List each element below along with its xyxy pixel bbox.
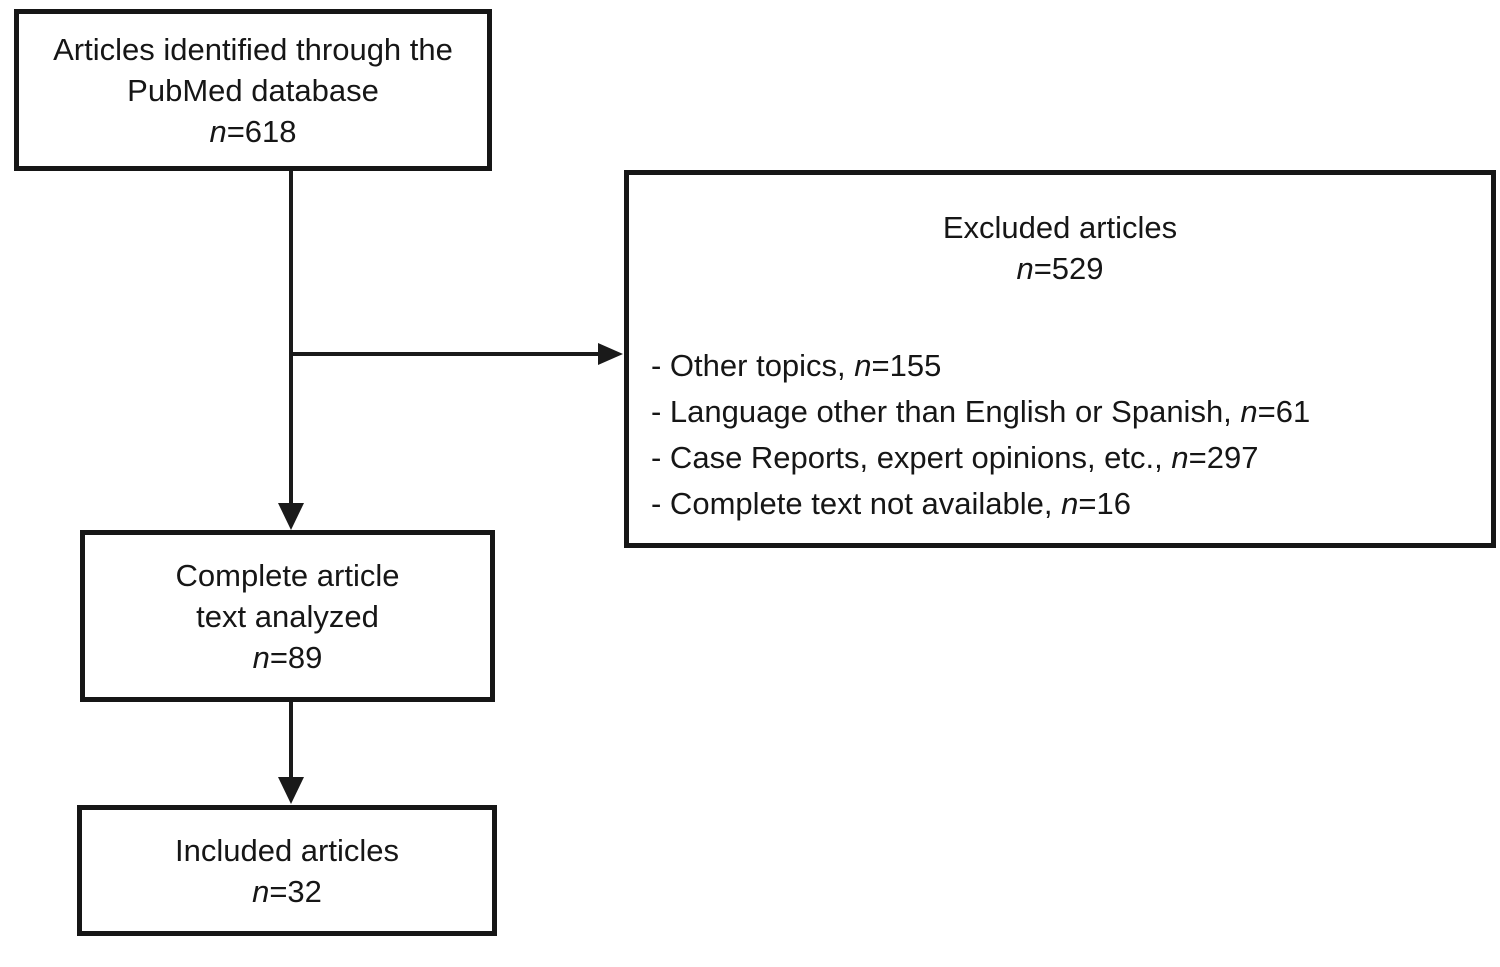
identified-articles-line2: PubMed database	[127, 72, 379, 108]
included-articles-box: Included articles n=32	[77, 805, 497, 936]
exclusion-reason-item: - Language other than English or Spanish…	[651, 389, 1481, 435]
exclusion-reason-item: - Other topics, n=155	[651, 343, 1481, 389]
identified-articles-line1: Articles identified through the	[53, 31, 453, 67]
connector-branch-to-excluded	[291, 352, 599, 356]
excluded-articles-n-value: =529	[1033, 251, 1104, 286]
exclusion-reason-text: - Case Reports, expert opinions, etc.,	[651, 440, 1172, 475]
analyzed-articles-line2: text analyzed	[196, 598, 379, 634]
exclusion-reason-item: - Complete text not available, n=16	[651, 481, 1481, 527]
exclusion-reason-n-value: =297	[1188, 440, 1259, 475]
n-symbol: n	[1016, 251, 1034, 286]
connector-identified-to-analyzed	[289, 171, 293, 504]
exclusion-reason-text: - Language other than English or Spanish…	[651, 394, 1241, 429]
excluded-articles-count: n=529	[629, 248, 1491, 289]
n-symbol: n	[252, 873, 270, 909]
exclusion-reason-text: - Complete text not available,	[651, 486, 1062, 521]
n-symbol: n	[252, 639, 270, 675]
exclusion-reason-item: - Case Reports, expert opinions, etc., n…	[651, 435, 1481, 481]
exclusion-reason-n-value: =155	[871, 348, 942, 383]
exclusion-reason-n-value: =61	[1257, 394, 1311, 429]
arrowhead-right-icon	[598, 343, 623, 365]
analyzed-articles-line1: Complete article	[175, 557, 400, 593]
arrowhead-down-icon	[278, 777, 304, 804]
arrowhead-down-icon	[278, 503, 304, 530]
included-articles-line1: Included articles	[174, 832, 399, 868]
excluded-articles-box: Excluded articles n=529 - Other topics, …	[624, 170, 1496, 548]
included-articles-n-value: =32	[269, 873, 322, 909]
n-symbol: n	[854, 348, 872, 383]
n-symbol: n	[1061, 486, 1079, 521]
exclusion-reason-text: - Other topics,	[651, 348, 855, 383]
analyzed-articles-n-value: =89	[269, 639, 323, 675]
excluded-articles-title: Excluded articles	[942, 210, 1178, 245]
identified-articles-box: Articles identified through the PubMed d…	[14, 9, 492, 171]
exclusion-reason-n-value: =16	[1078, 486, 1131, 521]
identified-articles-n-value: =618	[226, 113, 297, 149]
analyzed-articles-box: Complete article text analyzed n=89	[80, 530, 495, 702]
connector-analyzed-to-included	[289, 702, 293, 777]
included-articles-count: n=32	[252, 871, 322, 912]
identified-articles-count: n=618	[209, 111, 296, 152]
n-symbol: n	[209, 113, 227, 149]
n-symbol: n	[1171, 440, 1189, 475]
n-symbol: n	[1240, 394, 1258, 429]
exclusion-reasons-list: - Other topics, n=155 - Language other t…	[651, 343, 1481, 527]
analyzed-articles-count: n=89	[253, 637, 323, 678]
